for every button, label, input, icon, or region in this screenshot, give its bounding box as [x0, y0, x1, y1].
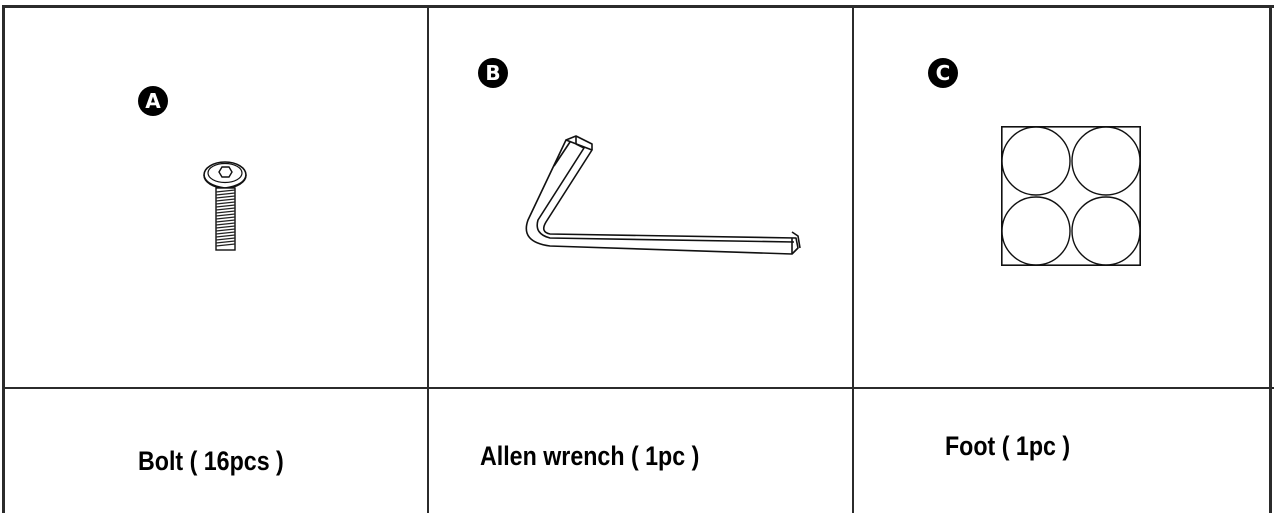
- table-border-top: [2, 5, 1274, 8]
- part-label-bolt: Bolt ( 16pcs ): [138, 446, 284, 476]
- foot-pads-icon: [1001, 126, 1141, 266]
- part-letter-badge-a: A: [138, 86, 168, 116]
- bolt-icon: [203, 161, 247, 251]
- column-divider-2: [852, 5, 854, 513]
- table-border-left: [2, 5, 5, 513]
- part-label-allen-wrench: Allen wrench ( 1pc ): [480, 441, 700, 471]
- part-label-foot: Foot ( 1pc ): [945, 431, 1071, 461]
- column-divider-1: [427, 5, 429, 513]
- table-border-right: [1269, 5, 1272, 513]
- part-letter-badge-b: B: [478, 58, 508, 88]
- row-divider: [2, 387, 1274, 389]
- part-letter-badge-c: C: [928, 58, 958, 88]
- allen-wrench-icon: [525, 135, 801, 255]
